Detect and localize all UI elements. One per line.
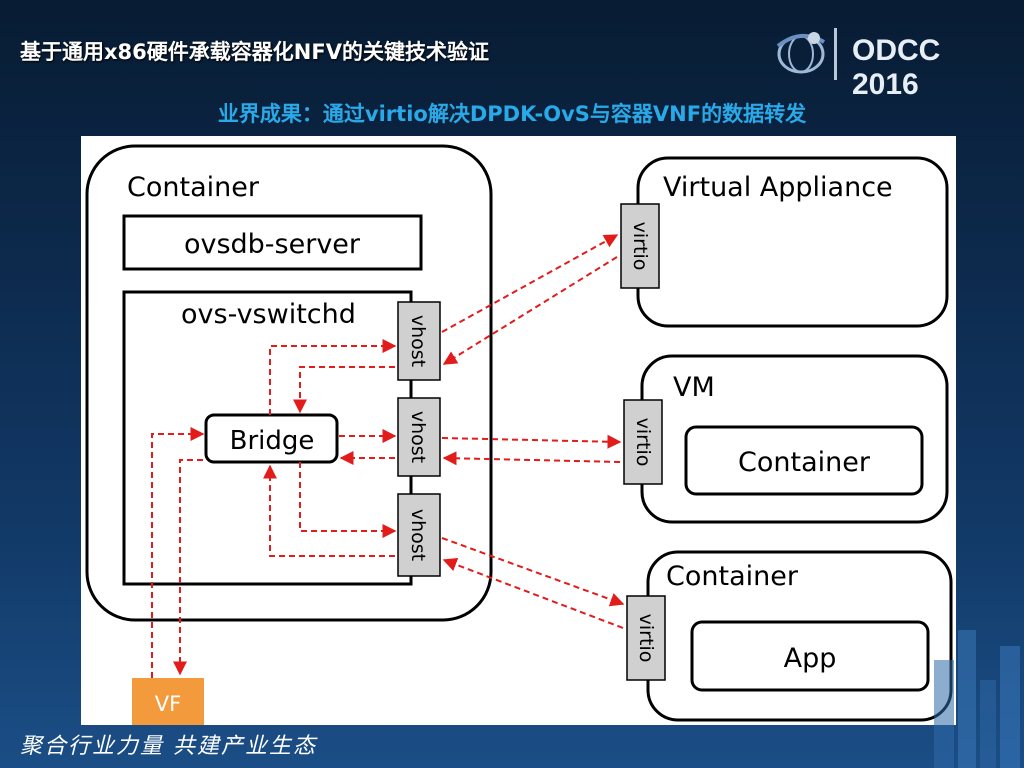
data-path-arrow <box>293 366 395 414</box>
svg-text:virtio: virtio <box>629 222 651 271</box>
odcc-logo: ODCC 2016 <box>772 22 1012 101</box>
vhost-port: vhost <box>397 301 441 381</box>
data-path-arrow <box>441 537 625 607</box>
vm-inner-container-label: Container <box>738 447 871 478</box>
virtio-port: virtio <box>620 203 660 289</box>
logo-text: ODCC 2016 <box>852 34 941 101</box>
virtio-port: virtio <box>626 595 666 681</box>
svg-text:vhost: vhost <box>407 509 429 561</box>
data-path-arrow <box>441 234 619 333</box>
city-skyline-decoration <box>934 630 1020 768</box>
vm-label: VM <box>673 372 715 403</box>
vm-inner-container-box <box>684 425 924 496</box>
data-path-arrow <box>299 462 397 538</box>
diagram-canvas: Container ovsdb-server ovs-vswitchd Brid… <box>85 144 953 725</box>
vf-box <box>132 678 204 725</box>
app-box <box>690 620 930 692</box>
svg-text:virtio: virtio <box>632 418 654 467</box>
logo-divider <box>834 28 837 80</box>
virtual-appliance-label: Virtual Appliance <box>663 172 893 203</box>
host-container-label: Container <box>127 172 260 203</box>
container-app-label: Container <box>666 561 799 592</box>
footer-slogan: 聚合行业力量 共建产业生态 <box>20 734 317 759</box>
data-path-arrow <box>442 256 618 365</box>
vhost-port: vhost <box>397 493 441 577</box>
ovsdb-server-label: ovsdb-server <box>184 229 361 260</box>
data-path-arrow <box>263 464 395 557</box>
architecture-diagram: Container ovsdb-server ovs-vswitchd Brid… <box>81 136 956 725</box>
svg-text:vhost: vhost <box>407 315 429 367</box>
slide-title: 基于通用x86硬件承载容器化NFV的关键技术验证 <box>20 40 489 64</box>
host-container-box <box>85 144 493 622</box>
data-path-arrow <box>441 434 622 449</box>
globe-emblem-icon <box>776 32 826 74</box>
data-path-arrow <box>442 451 621 466</box>
ovs-vswitchd-label: ovs-vswitchd <box>181 299 356 330</box>
ovsdb-server-box <box>122 214 423 271</box>
virtio-port: virtio <box>623 399 663 485</box>
vf-label: VF <box>155 692 181 716</box>
data-path-arrow <box>269 339 397 415</box>
data-path-arrow <box>173 459 203 676</box>
data-path-arrows <box>151 234 625 678</box>
svg-text:vhost: vhost <box>407 411 429 463</box>
data-path-arrow <box>442 557 624 629</box>
svg-text:virtio: virtio <box>635 614 657 663</box>
slide-subtitle: 业界成果：通过virtio解决DPDK-OvS与容器VNF的数据转发 <box>217 102 807 126</box>
app-label: App <box>784 643 837 674</box>
data-path-arrow <box>151 427 205 678</box>
bridge-box <box>204 413 339 464</box>
bridge-label: Bridge <box>230 426 315 456</box>
vhost-port: vhost <box>397 397 441 477</box>
